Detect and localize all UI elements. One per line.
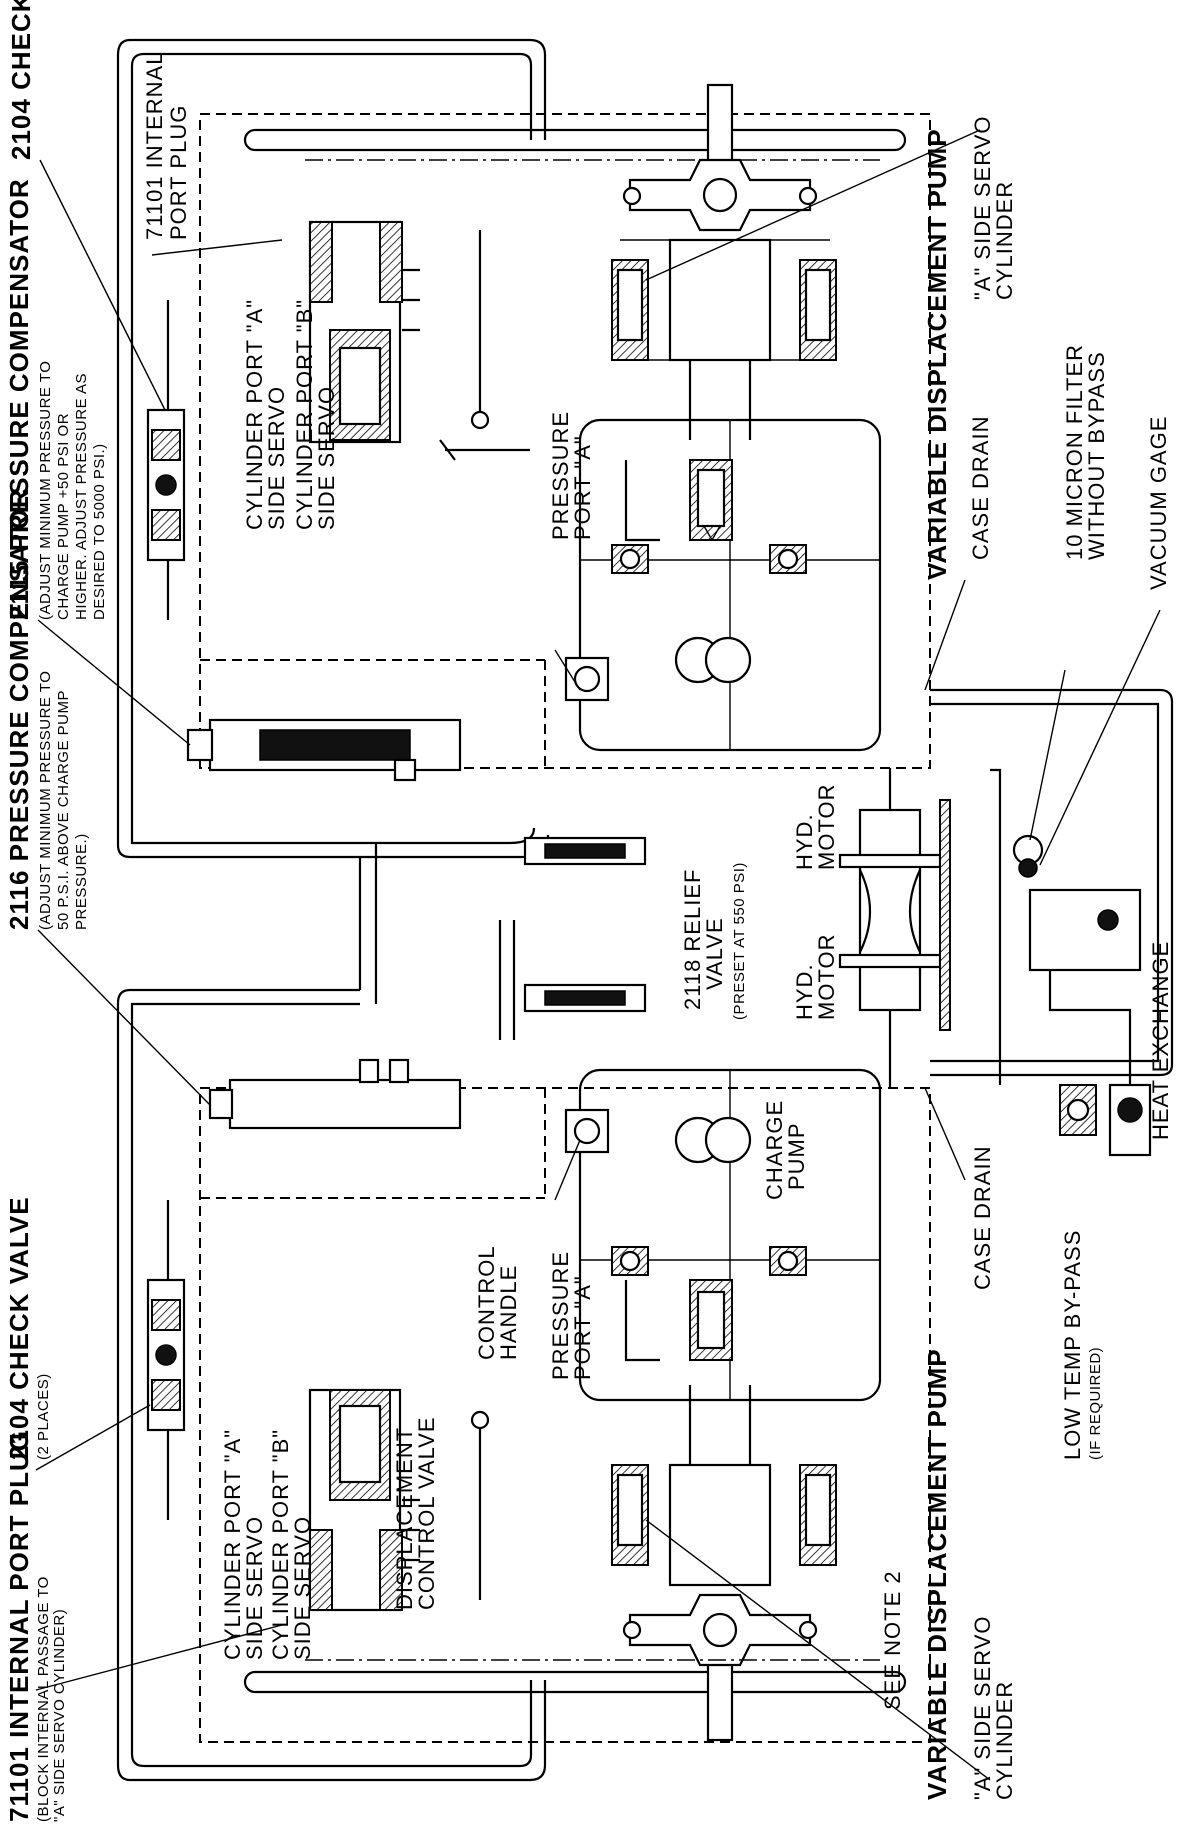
relief-valves-2118 <box>523 836 647 1013</box>
cylinder-port-a-bottom-1: CYLINDER PORT "A" <box>220 1429 245 1660</box>
low-temp-bypass-line-2: (IF REQUIRED) <box>1087 1347 1104 1460</box>
a-side-servo-bottom-2: CYLINDER <box>992 1681 1017 1800</box>
control-handle-line-2: HANDLE <box>496 1265 521 1360</box>
check-valve-bottom-title: 2104 CHECK VALVE <box>4 1196 34 1460</box>
compensator-2115-note-3: HIGHER. ADJUST PRESSURE AS <box>73 373 90 620</box>
relief-valve-line-1: 2118 RELIEF <box>680 869 705 1010</box>
top-check-valve-2104 <box>146 300 186 620</box>
compensator-2116-title: 2116 PRESSURE COMPENSATOR <box>4 488 34 930</box>
bottom-pump-enclosure <box>199 1087 931 1743</box>
relief-valve-line-3: (PRESET AT 550 PSI) <box>731 862 748 1020</box>
port-plug-bottom-note-1: (BLOCK INTERNAL PASSAGE TO <box>35 1576 52 1822</box>
bottom-variable-displacement-pump <box>243 1068 907 1742</box>
cylinder-port-a-top-1: CYLINDER PORT "A" <box>242 299 267 530</box>
cylinder-port-b-top-2: SIDE SERVO <box>314 386 339 530</box>
compensator-2115-note-4: DESIRED TO 5000 PSI.) <box>91 443 108 620</box>
displacement-control-line-1: DISPLACEMENT <box>392 1427 417 1610</box>
check-valve-top-label: 2104 CHECK VALVE <box>6 0 36 160</box>
compensator-2115 <box>186 718 462 782</box>
cylinder-port-b-bottom-1: CYLINDER PORT "B" <box>268 1429 293 1660</box>
case-drain-bottom-label: CASE DRAIN <box>970 1146 995 1290</box>
port-plug-top-line-2: PORT PLUG <box>166 105 191 240</box>
control-handle-line-1: CONTROL <box>474 1245 499 1360</box>
see-note-2-label: SEE NOTE 2 <box>880 1570 905 1710</box>
compensator-2116 <box>208 1058 462 1130</box>
cylinder-port-a-bottom-2: SIDE SERVO <box>242 1516 267 1660</box>
compensator-2115-note-2: CHARGE PUMP +50 PSI OR <box>55 413 72 620</box>
vacuum-gage-label: VACUUM GAGE <box>1146 416 1171 590</box>
a-side-servo-top-2: CYLINDER <box>992 181 1017 300</box>
cylinder-port-b-top-1: CYLINDER PORT "B" <box>292 299 317 530</box>
outer-loop-top <box>130 38 547 140</box>
vdp-bottom-label: VARIABLE DISPLACEMENT PUMP <box>922 1348 952 1800</box>
pressure-port-bottom-2: PORT "A" <box>570 1275 595 1380</box>
low-temp-bypass-line-1: LOW TEMP BY-PASS <box>1060 1230 1085 1460</box>
outer-loop-bottom <box>130 1680 547 1782</box>
filter-label-1: 10 MICRON FILTER <box>1062 344 1087 560</box>
a-side-servo-top-1: "A" SIDE SERVO <box>970 116 995 301</box>
pressure-port-bottom-1: PRESSURE <box>548 1251 573 1380</box>
compensator-2116-note-2: 50 P.S.I. ABOVE CHARGE PUMP <box>55 690 72 930</box>
top-pump-enclosure <box>199 113 931 769</box>
compensator-2116-note-3: PRESSURE.) <box>73 833 90 930</box>
hyd-motor-2-line-2: MOTOR <box>814 934 839 1020</box>
charge-pump-line-1: CHARGE <box>762 1100 787 1200</box>
charge-pump-line-2: PUMP <box>784 1122 809 1190</box>
filter-label-2: WITHOUT BYPASS <box>1084 351 1109 560</box>
hydraulic-motor-assembly <box>838 768 951 1088</box>
bottom-displacement-control-valve <box>308 1388 490 1612</box>
relief-valve-line-2: VALVE <box>702 917 727 990</box>
bottom-check-valve-2104 <box>146 1200 186 1520</box>
compensator-2116-note-1: (ADJUST MINIMUM PRESSURE TO <box>37 671 54 930</box>
heat-exchange-label: HEAT EXCHANGE <box>1148 941 1173 1140</box>
displacement-control-line-2: CONTROL VALVE <box>414 1416 439 1610</box>
case-drain-top-label: CASE DRAIN <box>968 416 993 560</box>
cylinder-port-a-top-2: SIDE SERVO <box>264 386 289 530</box>
port-plug-bottom-note-2: "A" SIDE SERVO CYLINDER) <box>51 1609 68 1822</box>
reservoir-and-filter <box>930 688 1174 1157</box>
hyd-motor-1-line-2: MOTOR <box>814 784 839 870</box>
top-variable-displacement-pump <box>243 83 907 752</box>
pressure-port-top-2: PORT "A" <box>570 435 595 540</box>
port-plug-bottom-title: 71101 INTERNAL PORT PLUG <box>4 1430 34 1822</box>
pressure-port-top-1: PRESSURE <box>548 411 573 540</box>
vdp-top-label: VARIABLE DISPLACEMENT PUMP <box>922 128 952 580</box>
hyd-motor-2-line-1: HYD. <box>792 963 817 1020</box>
cylinder-port-b-bottom-2: SIDE SERVO <box>290 1516 315 1660</box>
hyd-motor-1-line-1: HYD. <box>792 813 817 870</box>
port-plug-top-line-1: 71101 INTERNAL <box>142 52 167 240</box>
a-side-servo-bottom-1: "A" SIDE SERVO <box>970 1616 995 1801</box>
check-valve-bottom-note: (2 PLACES) <box>35 1373 52 1460</box>
compensator-2115-note-1: (ADJUST MINIMUM PRESSURE TO <box>37 361 54 620</box>
compensator-2115-title: 2115 PRESSURE COMPENSATOR <box>4 178 34 620</box>
top-displacement-control-valve <box>308 220 530 461</box>
